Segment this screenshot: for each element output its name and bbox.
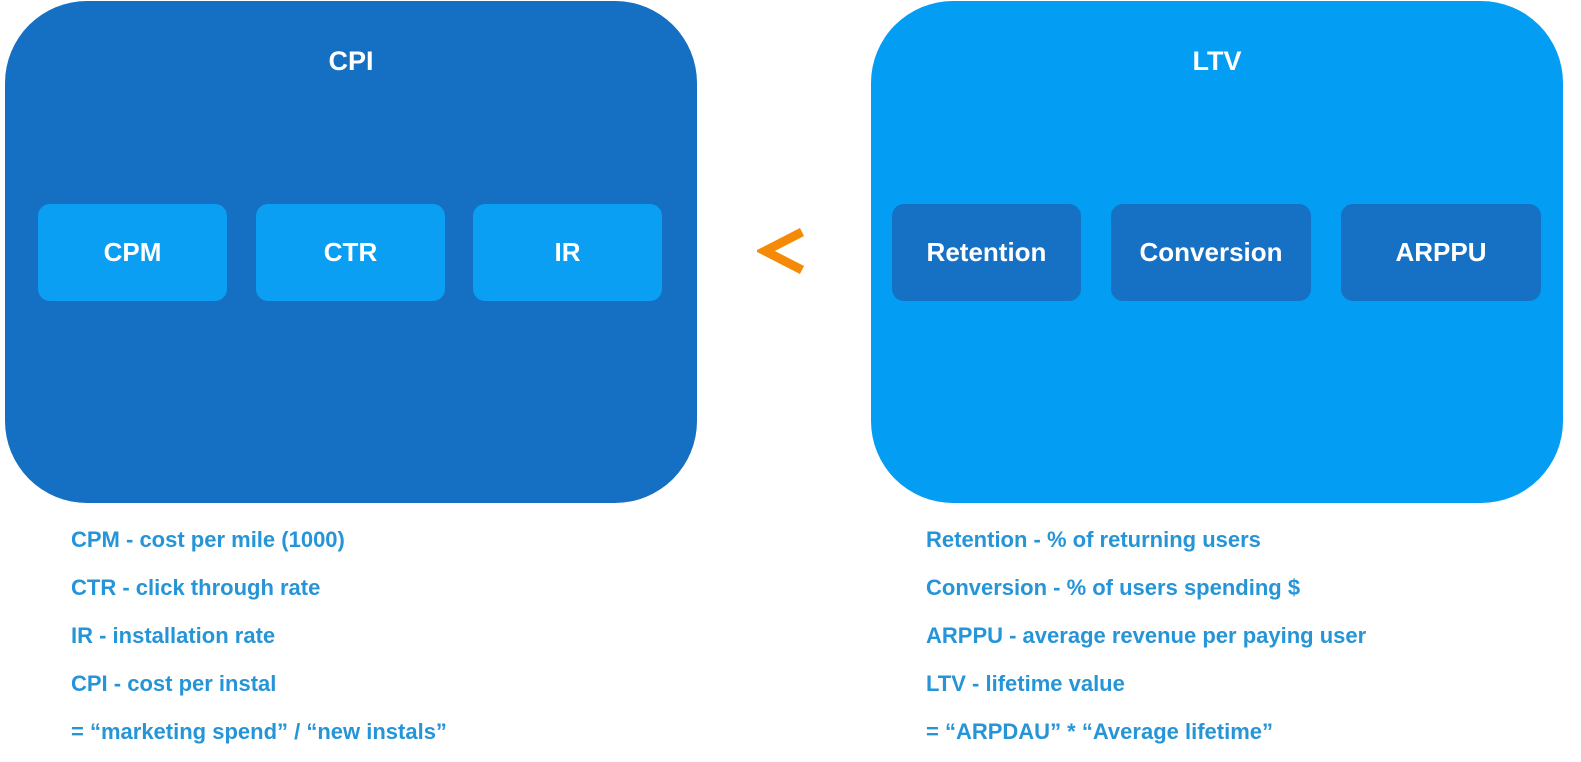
definition-ctr: CTR - click through rate xyxy=(71,575,321,600)
less-than-comparator: < xyxy=(757,227,805,275)
cpi-definitions-list: CPM - cost per mile (1000) CTR - click t… xyxy=(71,522,447,762)
arppu-box: ARPPU xyxy=(1341,204,1541,301)
cpi-panel-title: CPI xyxy=(328,46,374,76)
definition-cpi: CPI - cost per instal xyxy=(71,671,277,696)
ltv-panel-title: LTV xyxy=(1192,46,1242,76)
definition-arppu: ARPPU - average revenue per paying user xyxy=(926,623,1367,648)
definition-ir: IR - installation rate xyxy=(71,623,276,648)
cpi-formula: = “marketing spend” / “new instals” xyxy=(71,719,447,744)
cpm-box: CPM xyxy=(38,204,227,301)
ltv-definitions-list: Retention - % of returning users Convers… xyxy=(926,522,1366,762)
conversion-box: Conversion xyxy=(1111,204,1311,301)
definition-conversion: Conversion - % of users spending $ xyxy=(926,575,1301,600)
definition-retention: Retention - % of returning users xyxy=(926,527,1261,552)
ir-box: IR xyxy=(473,204,662,301)
ltv-panel: LTV Retention Conversion ARPPU xyxy=(871,1,1563,503)
cpi-panel: CPI CPM CTR IR xyxy=(5,1,697,503)
retention-box: Retention xyxy=(892,204,1081,301)
ctr-box: CTR xyxy=(256,204,445,301)
definition-cpm: CPM - cost per mile (1000) xyxy=(71,527,345,552)
definition-ltv: LTV - lifetime value xyxy=(926,671,1125,696)
ltv-formula: = “ARPDAU” * “Average lifetime” xyxy=(926,719,1274,744)
